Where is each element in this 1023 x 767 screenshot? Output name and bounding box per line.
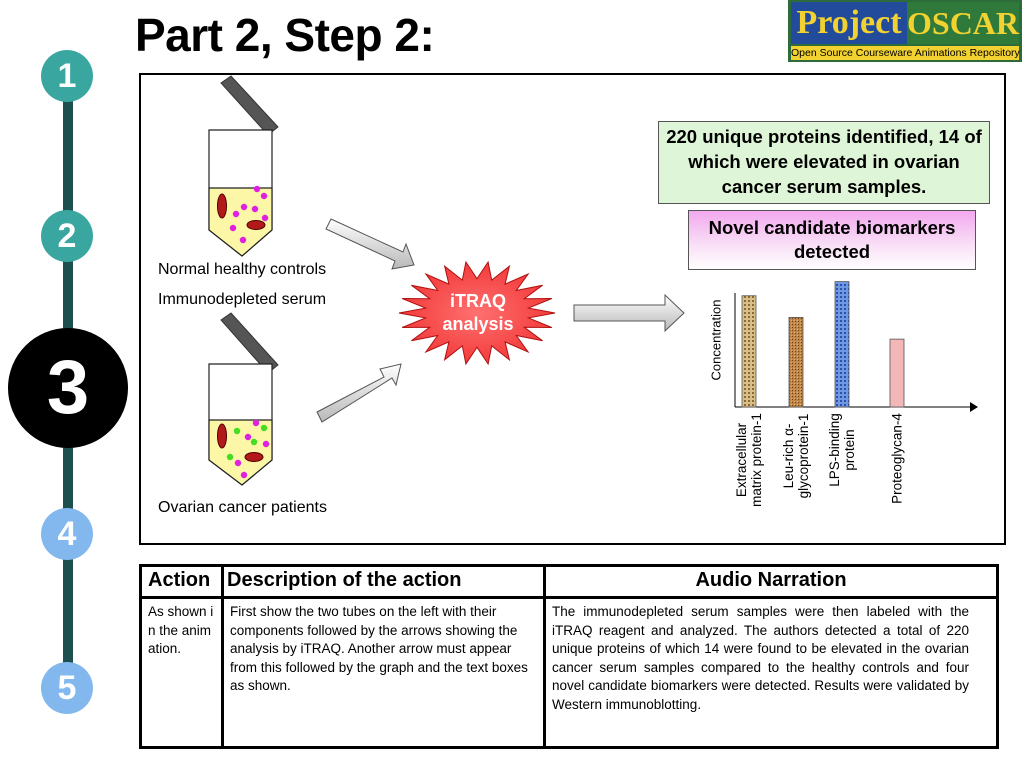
table-header-divider xyxy=(142,596,996,599)
novel-biomarkers-callout: Novel candidate biomarkers detected xyxy=(688,210,976,270)
arrow-up-right-icon xyxy=(316,363,402,423)
chart-category-label-line: glycoprotein-1 xyxy=(796,413,811,498)
healthy-sample-tube xyxy=(208,75,279,257)
arrow-down-right-icon xyxy=(325,218,415,270)
itraq-burst-shape xyxy=(398,260,556,366)
figure-frame xyxy=(139,73,1006,545)
header-audio-narration: Audio Narration xyxy=(695,569,847,591)
chart-category-label-line: protein xyxy=(842,429,857,471)
chart-bar xyxy=(788,317,804,408)
logo-word-oscar: OSCAR xyxy=(907,2,1019,44)
starburst-shape xyxy=(398,260,556,366)
step-5-marker[interactable]: 5 xyxy=(41,662,93,714)
logo-word-project: Project xyxy=(791,2,907,44)
chart-category-label-line: LPS-binding xyxy=(827,413,842,487)
chart-bar xyxy=(741,295,757,408)
label-normal-healthy-controls: Normal healthy controls xyxy=(158,261,327,278)
project-oscar-logo: Project OSCAR Open Source Courseware Ani… xyxy=(788,0,1022,62)
step-2-marker[interactable]: 2 xyxy=(41,210,93,262)
chart-category-label-line: Extracellular xyxy=(734,422,749,498)
tube-cap xyxy=(220,312,279,374)
step-3-marker-current[interactable]: 3 xyxy=(8,328,128,448)
cell-action: As shown in the animation. xyxy=(148,604,214,656)
chart-category-label: Proteoglycan-4 xyxy=(890,413,905,504)
biomarker-bar-chart xyxy=(734,281,978,412)
itraq-label-line2: analysis xyxy=(442,314,514,334)
header-action: Action xyxy=(148,569,211,591)
tube-cap xyxy=(220,75,279,136)
chart-bar xyxy=(834,281,850,408)
page-title: Part 2, Step 2: xyxy=(135,9,435,61)
logo-tagline: Open Source Courseware Animations Reposi… xyxy=(791,46,1020,60)
itraq-label-line1: iTRAQ xyxy=(450,291,506,311)
chart-bar xyxy=(889,338,905,408)
step-4-marker[interactable]: 4 xyxy=(41,508,93,560)
table-divider xyxy=(221,567,224,746)
action-narration-table: Action Description of the action Audio N… xyxy=(139,564,999,749)
chart-y-axis-label: Concentration xyxy=(708,299,724,381)
header-description: Description of the action xyxy=(227,569,462,591)
chart-category-label-line: Proteoglycan-4 xyxy=(889,413,905,504)
cell-audio-narration: The immunodepleted serum samples were th… xyxy=(552,604,969,712)
itraq-analysis-label: iTRAQ analysis xyxy=(413,290,543,336)
chart-category-label: Leu-rich α-glycoprotein-1 xyxy=(781,413,811,498)
label-immunodepleted-serum: Immunodepleted serum xyxy=(158,291,327,308)
step-1-marker[interactable]: 1 xyxy=(41,50,93,102)
label-ovarian-cancer-patients: Ovarian cancer patients xyxy=(158,499,327,516)
chart-category-label-line: matrix protein-1 xyxy=(749,413,764,507)
cancer-sample-tube xyxy=(208,312,279,486)
cell-description: First show the two tubes on the left wit… xyxy=(230,604,528,693)
proteins-identified-callout: 220 unique proteins identified, 14 of wh… xyxy=(658,121,990,204)
arrow-right-icon xyxy=(573,293,685,333)
table-divider xyxy=(543,567,546,746)
chart-category-label-line: Leu-rich α- xyxy=(781,423,796,488)
